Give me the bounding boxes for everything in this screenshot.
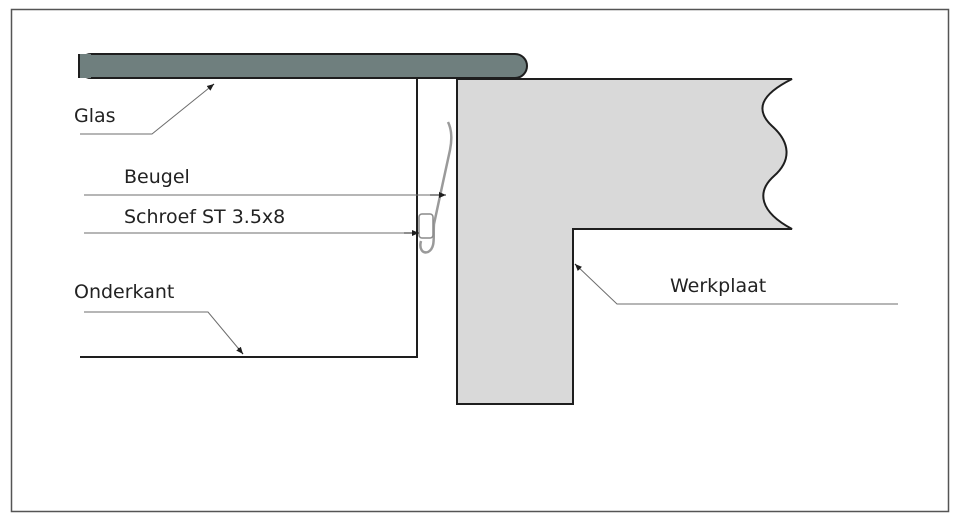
werkplaat-leader-arrow	[574, 263, 583, 272]
worktop-shape	[456, 78, 793, 405]
underside-outline	[80, 79, 418, 358]
glass-plate	[78, 53, 528, 79]
screw-head	[418, 213, 434, 239]
label-schroef: Schroef ST 3.5x8	[124, 206, 285, 228]
label-werkplaat: Werkplaat	[670, 275, 766, 297]
onderkant-leader-line	[84, 311, 244, 355]
werkplaat-leader-line	[574, 263, 898, 305]
glass-plate-left-edge	[79, 54, 91, 78]
label-onderkant: Onderkant	[74, 281, 174, 303]
bracket-clip	[419, 121, 453, 254]
onderkant-leader-arrow	[236, 346, 244, 355]
label-glas: Glas	[74, 105, 116, 127]
glas-leader-line	[80, 83, 215, 135]
label-beugel: Beugel	[124, 166, 190, 188]
glas-leader-arrow	[206, 83, 215, 91]
diagram-frame	[10, 8, 950, 513]
